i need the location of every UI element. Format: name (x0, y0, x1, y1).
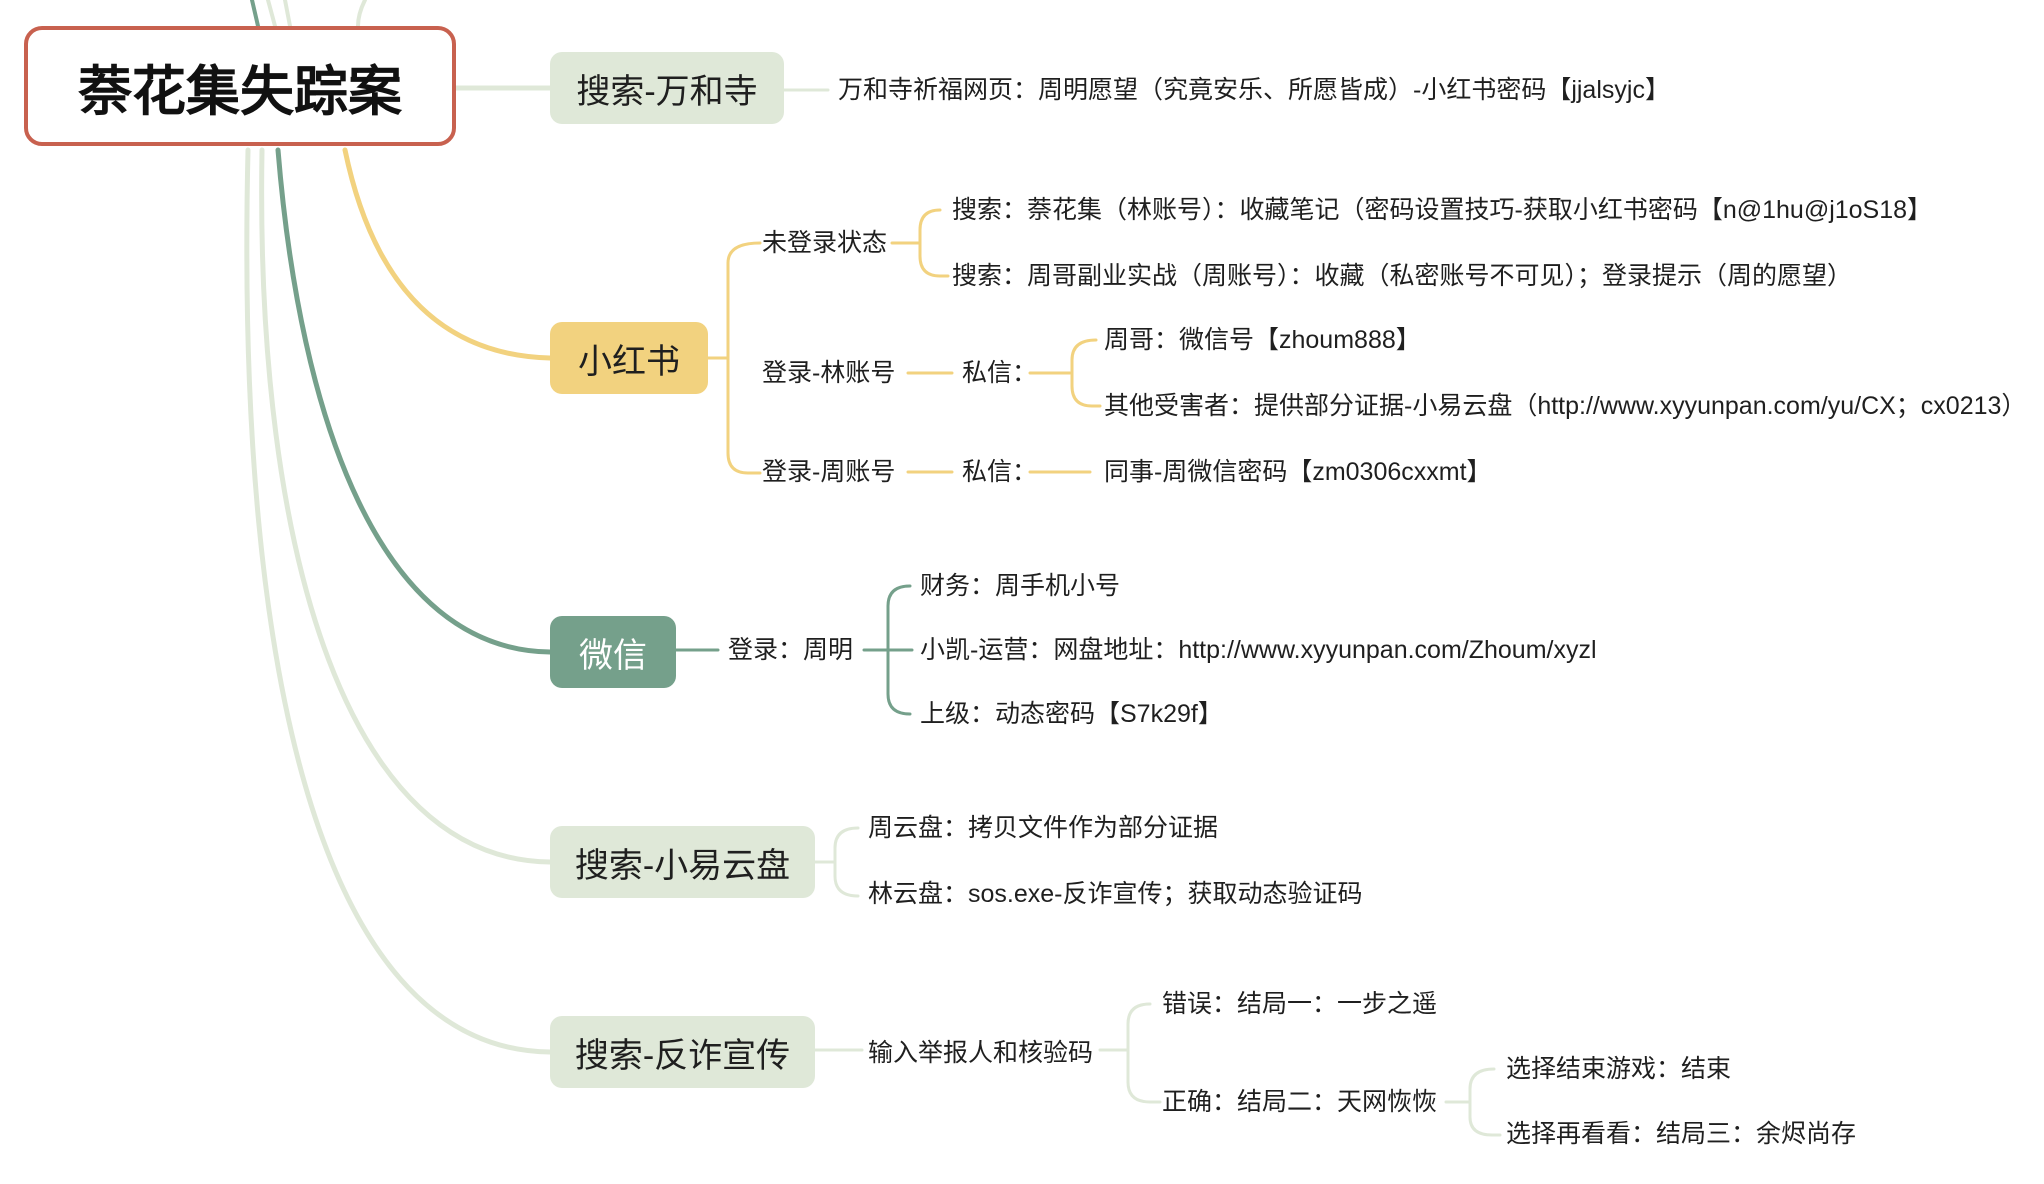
branch-wanhe[interactable]: 搜索-万和寺 (550, 52, 784, 124)
line-root-xhs (342, 147, 553, 361)
xhs-unlogged-1: 搜索：萘花集（林账号）：收藏笔记（密码设置技巧-获取小红书密码【n@1hu@j1… (952, 196, 1933, 224)
wechat-child-1: 财务：周手机小号 (920, 572, 1121, 600)
cloud-child-2: 林云盘：sos.exe-反诈宣传；获取动态验证码 (868, 880, 1363, 908)
line-root-wechat (275, 147, 553, 655)
line-top-green (250, 0, 260, 28)
branch-fanzha[interactable]: 搜索-反诈宣传 (550, 1016, 815, 1088)
xhs-login-lin: 登录-林账号 (762, 359, 896, 387)
branch-cloud[interactable]: 搜索-小易云盘 (550, 826, 815, 898)
xhs-zhou-dm-1: 同事-周微信密码【zm0306cxxmt】 (1104, 458, 1492, 486)
branch-wechat[interactable]: 微信 (550, 616, 676, 688)
xhs-unlogged: 未登录状态 (762, 229, 888, 257)
wechat-child-3: 上级：动态密码【S7k29f】 (920, 700, 1223, 728)
xhs-zhou-dm: 私信： (962, 458, 1038, 486)
line-top-pale-2 (283, 0, 292, 28)
xhs-lin-dm-1: 周哥：微信号【zhoum888】 (1104, 326, 1421, 354)
branch-xiaohongshu[interactable]: 小红书 (550, 322, 708, 394)
fanzha-right: 正确：结局二：天网恢恢 (1162, 1088, 1438, 1116)
cloud-child-1: 周云盘：拷贝文件作为部分证据 (868, 814, 1219, 842)
xhs-lin-dm: 私信： (962, 359, 1038, 387)
line-root-cloud (259, 147, 553, 865)
line-root-fanzha (244, 147, 553, 1055)
wanhe-child-1: 万和寺祈福网页：周明愿望（究竟安乐、所愿皆成）-小红书密码【jjalsyjc】 (838, 76, 1670, 104)
root-node[interactable]: 萘花集失踪案 (24, 26, 456, 146)
line-top-pale-3 (356, 0, 367, 28)
line-top-pale-1 (266, 0, 277, 28)
wechat-child-2: 小凯-运营：网盘地址：http://www.xyyunpan.com/Zhoum… (920, 636, 1597, 664)
fanzha-right-1: 选择结束游戏：结束 (1506, 1055, 1732, 1083)
fanzha-right-2: 选择再看看：结局三：余烬尚存 (1506, 1120, 1857, 1148)
xhs-login-zhou: 登录-周账号 (762, 458, 896, 486)
fanzha-wrong: 错误：结局一：一步之遥 (1162, 990, 1438, 1018)
wechat-login: 登录：周明 (728, 636, 854, 664)
xhs-unlogged-2: 搜索：周哥副业实战（周账号）：收藏（私密账号不可见）；登录提示（周的愿望） (952, 262, 1853, 290)
xhs-lin-dm-2: 其他受害者：提供部分证据-小易云盘（http://www.xyyunpan.co… (1104, 392, 2027, 420)
fanzha-input: 输入举报人和核验码 (868, 1039, 1094, 1067)
